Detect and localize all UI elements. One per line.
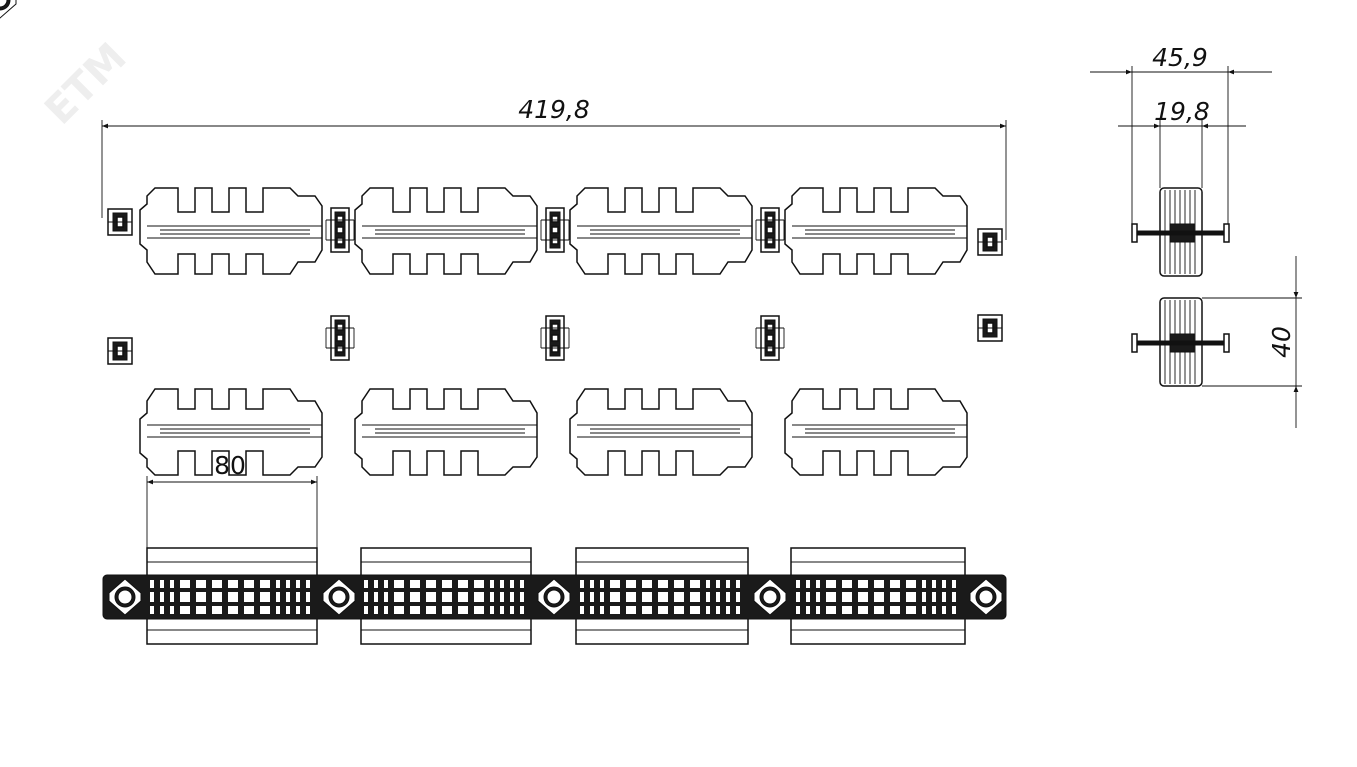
side-height-label: 40 — [1267, 326, 1296, 358]
side-view — [1131, 187, 1230, 387]
side-width-inner-label: 19,8 — [1154, 97, 1210, 126]
segment-length-label: 80 — [214, 451, 246, 480]
dimension-side-width-outer: 45,9 — [1090, 43, 1272, 224]
dimension-side-height: 40 — [1202, 256, 1302, 428]
front-view — [0, 0, 1007, 645]
side-width-outer-label: 45,9 — [1152, 43, 1208, 72]
dimension-segment-length: 80 — [146, 451, 318, 548]
dimension-side-width-inner: 19,8 — [1118, 97, 1246, 188]
top-view-row-1 — [107, 187, 1003, 275]
overall-length-label: 419,8 — [518, 95, 590, 124]
watermark-logo: ETM — [36, 34, 135, 133]
dimension-overall-length: 419,8 — [101, 95, 1007, 240]
